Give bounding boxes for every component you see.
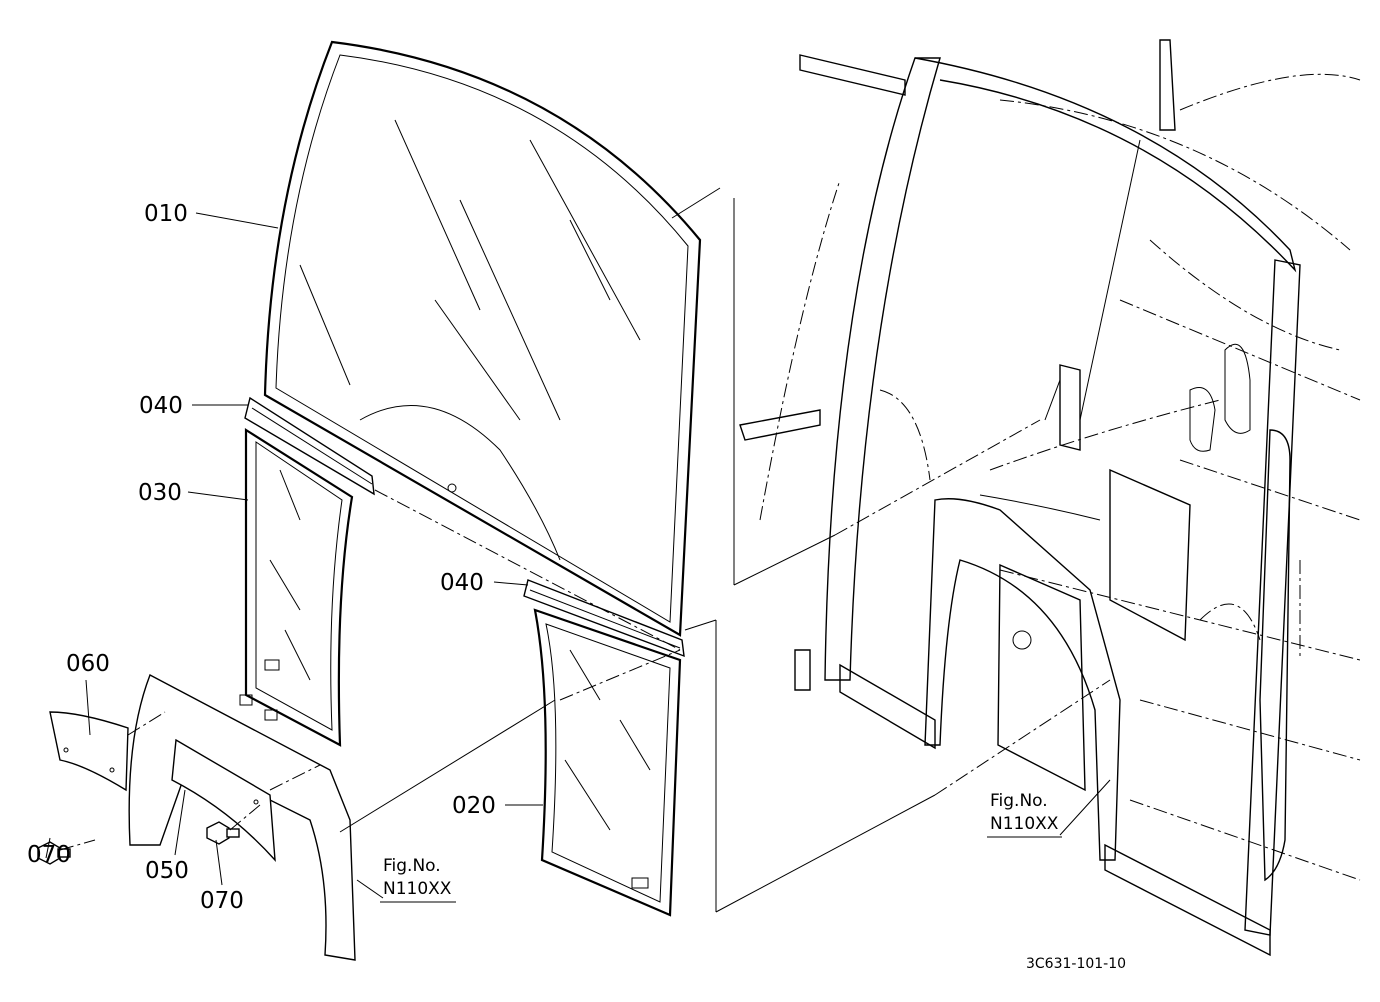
side-glass-020[interactable] bbox=[533, 608, 682, 917]
seal-strip-040-lower[interactable] bbox=[523, 579, 685, 658]
fig-ref-left[interactable]: Fig.No. N110XX bbox=[380, 856, 456, 903]
side-glass-030[interactable] bbox=[244, 428, 354, 747]
bolt-070-right[interactable] bbox=[206, 821, 240, 845]
fig-ref-right[interactable]: Fig.No. N110XX bbox=[987, 791, 1062, 838]
fig-ref-right-number[interactable]: N110XX bbox=[990, 814, 1059, 834]
callout-020: 020 bbox=[452, 793, 496, 819]
callout-050: 050 bbox=[145, 858, 189, 884]
cover-plate-060[interactable] bbox=[49, 711, 129, 792]
callout-040-upper: 040 bbox=[139, 393, 183, 419]
callout-030: 030 bbox=[138, 480, 182, 506]
assembly-lines bbox=[59, 187, 1111, 913]
fig-ref-left-number[interactable]: N110XX bbox=[383, 879, 452, 899]
diagram-code: 3C631-101-10 bbox=[1026, 956, 1126, 972]
callout-070-right: 070 bbox=[200, 888, 244, 914]
seal-strip-040-upper[interactable] bbox=[244, 396, 375, 496]
callout-060: 060 bbox=[66, 651, 110, 677]
callout-040-lower: 040 bbox=[440, 570, 484, 596]
fig-ref-right-title: Fig.No. bbox=[990, 791, 1048, 811]
cab-frame bbox=[739, 39, 1361, 957]
bracket-050[interactable] bbox=[128, 674, 356, 961]
callout-010: 010 bbox=[144, 201, 188, 227]
fig-ref-left-title: Fig.No. bbox=[383, 856, 441, 876]
bolt-070-left[interactable] bbox=[37, 841, 71, 865]
callout-070-left: 070 bbox=[27, 842, 71, 868]
leader-lines bbox=[45, 212, 1111, 899]
windshield-glass-010[interactable] bbox=[263, 40, 702, 637]
